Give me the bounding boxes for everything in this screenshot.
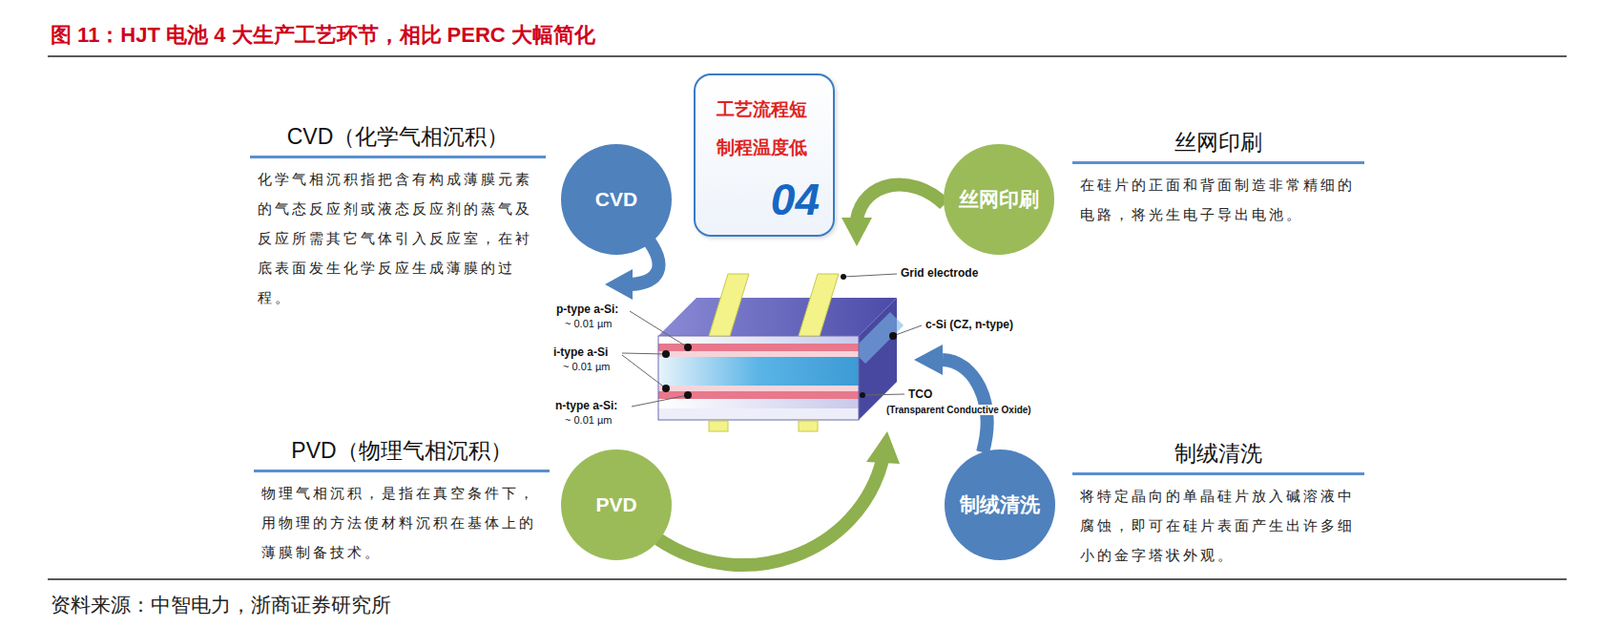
part-label: TCO	[907, 387, 934, 401]
callout-number: 04	[770, 173, 820, 226]
process-description: CVD（化学气相沉积）化学气相沉积指把含有构成薄膜元素的气态反应剂或液态反应剂的…	[249, 117, 546, 312]
section-heading: 丝网印刷	[1072, 123, 1365, 165]
section-body: 化学气相沉积指把含有构成薄膜元素的气态反应剂或液态反应剂的蒸气及反应所需其它气体…	[249, 158, 546, 312]
part-label: Grid electrode	[900, 266, 978, 280]
dimension: ~ 0.01 µm	[562, 360, 610, 373]
process-description: 制绒清洗将特定晶向的单晶硅片放入碱溶液中腐蚀，即可在硅片表面产生出许多细小的金字…	[1072, 434, 1365, 570]
dimension: ~ 0.01 µm	[564, 414, 612, 426]
section-body: 物理气相沉积，是指在真空条件下，用物理的方法使材料沉积在基体上的薄膜制备技术。	[253, 472, 550, 567]
layer-label: n-type a-Si:	[555, 398, 618, 413]
process-circle: 制绒清洗	[944, 449, 1056, 561]
highlight-box: 工艺流程短 制程温度低 04	[693, 73, 835, 237]
part-label: c-Si (CZ, n-type)	[925, 317, 1014, 332]
leader-dots	[662, 273, 897, 399]
process-circle: CVD	[561, 144, 672, 255]
process-circle: 丝网印刷	[943, 144, 1055, 255]
circle-label: 制绒清洗	[959, 491, 1040, 519]
figure-title: 图 11：HJT 电池 4 大生产工艺环节，相比 PERC 大幅简化	[50, 20, 596, 50]
section-heading: PVD（物理气相沉积）	[253, 431, 550, 473]
section-heading: 制绒清洗	[1072, 434, 1365, 476]
circle-label: 丝网印刷	[958, 186, 1039, 213]
highlight-text: 工艺流程短 制程温度低	[716, 90, 812, 167]
circle-label: CVD	[595, 187, 638, 211]
process-circle: PVD	[561, 449, 672, 561]
dimension: ~ 0.01 µm	[564, 317, 612, 330]
layer-label: p-type a-Si:	[556, 302, 619, 316]
leader-lines	[622, 273, 922, 407]
source-note: 资料来源：中智电力，浙商证券研究所	[50, 591, 392, 619]
source-rule	[47, 578, 1567, 581]
circle-label: PVD	[595, 493, 637, 517]
layer-label: i-type a-Si	[553, 345, 608, 359]
section-body: 将特定晶向的单晶硅片放入碱溶液中腐蚀，即可在硅片表面产生出许多细小的金字塔状外观…	[1072, 475, 1365, 570]
hjt-cell	[658, 273, 897, 432]
process-description: 丝网印刷在硅片的正面和背面制造非常精细的电路，将光生电子导出电池。	[1072, 123, 1365, 229]
part-label: (Transparent Conductive Oxide)	[885, 404, 1033, 416]
section-body: 在硅片的正面和背面制造非常精细的电路，将光生电子导出电池。	[1072, 164, 1365, 229]
title-rule	[47, 55, 1567, 58]
section-heading: CVD（化学气相沉积）	[249, 117, 546, 159]
process-description: PVD（物理气相沉积）物理气相沉积，是指在真空条件下，用物理的方法使材料沉积在基…	[253, 431, 550, 567]
